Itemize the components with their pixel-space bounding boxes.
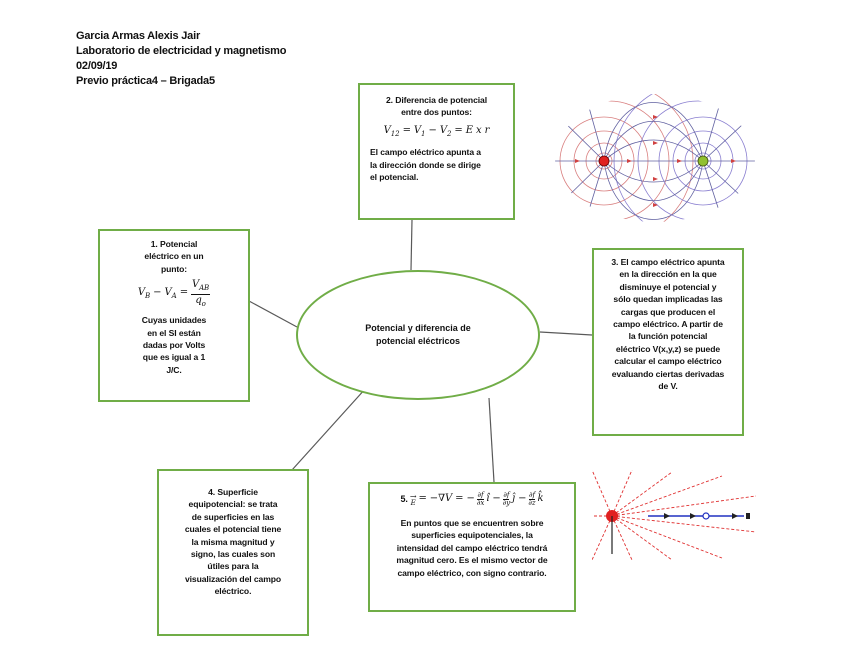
positive-charge-icon bbox=[598, 155, 610, 167]
box2-text: la dirección donde se dirige bbox=[370, 159, 481, 170]
connector-box1 bbox=[248, 300, 298, 328]
box4-text: eléctrico. bbox=[214, 586, 252, 597]
box3-text: calcular el campo eléctrico bbox=[614, 356, 722, 367]
box1-text: en el SI están bbox=[147, 327, 201, 338]
box5-text: En puntos que se encuentren sobre bbox=[400, 518, 544, 528]
box3-text: de V. bbox=[658, 381, 678, 392]
box1-text: J/C. bbox=[166, 364, 182, 375]
box4-text: la misma magnitud y bbox=[191, 536, 275, 547]
box3-text: disminuye el potencial y bbox=[619, 281, 717, 292]
box3-text: cargas que producen el bbox=[620, 306, 716, 317]
box-diferencia-potencial: 2. Diferencia de potencial entre dos pun… bbox=[358, 83, 515, 220]
central-topic-line2: potencial eléctricos bbox=[375, 336, 461, 346]
box-gradiente: 5. →E = −∇V = − ∂f∂x î − ∂f∂y ĵ − ∂f∂z k… bbox=[368, 482, 576, 612]
box1-text: Cuyas unidades bbox=[141, 315, 207, 326]
connector-box2 bbox=[410, 219, 413, 271]
header: Garcia Armas Alexis Jair Laboratorio de … bbox=[76, 29, 286, 89]
box4-text: de superficies en las bbox=[191, 511, 275, 522]
connector-box5 bbox=[488, 397, 495, 483]
box5-text: magnitud cero. Es el mismo vector de bbox=[396, 555, 548, 566]
box3-text: evaluando ciertas derivadas bbox=[611, 368, 725, 379]
connector-box3 bbox=[539, 331, 593, 336]
box3-text: campo eléctrico. A partir de bbox=[613, 319, 723, 330]
central-topic-line1: Potencial y diferencia de bbox=[365, 323, 471, 333]
dipole-field-image bbox=[555, 94, 755, 222]
box3-text: en la dirección en la que bbox=[619, 269, 717, 280]
document-date: 02/09/19 bbox=[76, 60, 118, 72]
box-superficie-equipotencial: 4. Superficie equipotencial: se trata de… bbox=[157, 469, 309, 636]
box2-text: El campo eléctrico apunta a bbox=[370, 147, 481, 158]
central-topic: Potencial y diferencia de potencial eléc… bbox=[296, 270, 540, 400]
connector-box4 bbox=[291, 387, 367, 471]
course-name: Laboratorio de electricidad y magnetismo bbox=[76, 45, 287, 57]
box2-line: 2. Diferencia de potencial bbox=[385, 95, 488, 105]
radial-field-image bbox=[592, 470, 756, 560]
box3-text: sólo quedan implicadas las bbox=[613, 294, 723, 305]
negative-charge-icon bbox=[697, 155, 709, 167]
box4-text: cuales el potencial tiene bbox=[184, 524, 282, 535]
box5-formula: 5. →E = −∇V = − ∂f∂x î − ∂f∂y ĵ − ∂f∂z k… bbox=[400, 491, 544, 507]
box4-text: signo, las cuales son bbox=[190, 549, 276, 560]
box3-text: eléctrico V(x,y,z) se puede bbox=[615, 343, 721, 354]
author-name: Garcia Armas Alexis Jair bbox=[76, 30, 201, 42]
box5-text: superficies equipotenciales, la bbox=[411, 530, 533, 541]
box1-formula: VB − VA = VAB qo bbox=[137, 279, 211, 309]
box1-text: dadas por Volts bbox=[142, 340, 206, 351]
box-campo-potencial: 3. El campo eléctrico apunta en la direc… bbox=[592, 248, 744, 436]
box1-line: 1. Potencial bbox=[150, 239, 198, 249]
box5-text: intensidad del campo eléctrico tendrá bbox=[396, 542, 548, 553]
box1-text: que es igual a 1 bbox=[142, 352, 206, 363]
document-title: Previo práctica4 – Brigada5 bbox=[76, 75, 215, 87]
box4-text: visualización del campo bbox=[184, 573, 282, 584]
box3-text: 3. El campo eléctrico apunta bbox=[611, 257, 725, 267]
box4-text: útiles para la bbox=[207, 561, 259, 572]
box2-formula: V12 = V1 − V2 = E x r bbox=[383, 124, 490, 138]
box1-line: eléctrico en un bbox=[144, 251, 204, 262]
box2-line: entre dos puntos: bbox=[401, 107, 472, 118]
box4-text: 4. Superficie bbox=[208, 487, 258, 497]
box2-text: el potencial. bbox=[370, 172, 419, 183]
box4-text: equipotencial: se trata bbox=[188, 499, 278, 510]
box5-text: campo eléctrico, con signo contrario. bbox=[397, 567, 547, 578]
box-potencial-electrico: 1. Potencial eléctrico en un punto: VB −… bbox=[98, 229, 250, 402]
box1-line: punto: bbox=[160, 263, 188, 274]
box3-text: la función potencial bbox=[628, 331, 708, 342]
